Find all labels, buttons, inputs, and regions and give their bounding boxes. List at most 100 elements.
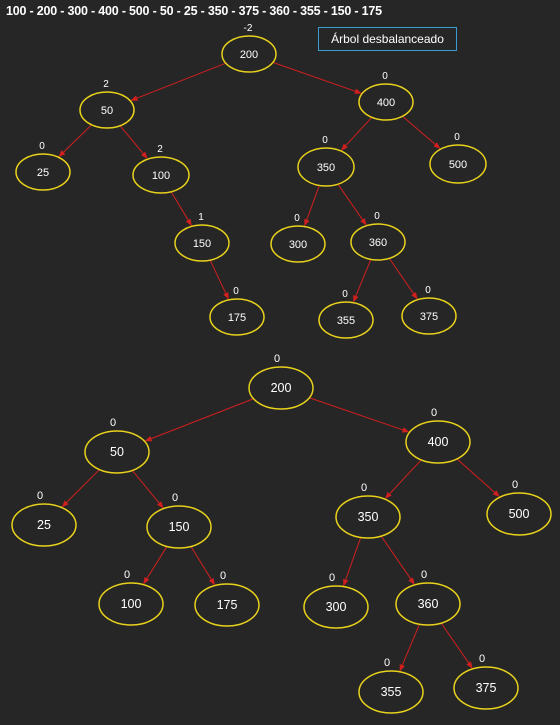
- node-ellipse: [248, 366, 314, 410]
- edge-balanced-m50-m150: [131, 470, 164, 509]
- edge-balanced-m400-m500: [456, 458, 500, 497]
- edge-unbalanced-n150-n175: [209, 259, 229, 300]
- balance-factor: 0: [172, 492, 178, 504]
- tree-node-balanced-100: 100 0: [98, 569, 164, 626]
- node-ellipse: [194, 583, 260, 627]
- node-value: 200: [240, 49, 258, 61]
- node-value: 150: [169, 520, 190, 534]
- tree-node-unbalanced-350: 350 0: [297, 135, 355, 187]
- node-value: 175: [217, 598, 238, 612]
- edge-unbalanced-n400-n350: [341, 116, 373, 151]
- balance-factor: 0: [342, 289, 348, 300]
- edge-balanced-m400-m350: [384, 459, 422, 499]
- node-ellipse: [209, 298, 265, 336]
- node-value: 100: [121, 597, 142, 611]
- balance-factor: 0: [274, 353, 280, 365]
- balance-factor: 0: [124, 569, 130, 581]
- node-ellipse: [395, 582, 461, 626]
- node-ellipse: [358, 83, 414, 121]
- node-ellipse: [98, 582, 164, 626]
- balance-factor: 0: [322, 135, 328, 146]
- node-value: 50: [110, 445, 124, 459]
- tree-node-unbalanced-25: 250: [15, 141, 71, 191]
- insertion-sequence: 100 - 200 - 300 - 400 - 500 - 50 - 25 - …: [6, 4, 382, 18]
- node-ellipse: [429, 144, 487, 184]
- tree-node-unbalanced-375: 375 0: [401, 285, 457, 335]
- node-value: 355: [381, 685, 402, 699]
- node-ellipse: [335, 495, 401, 539]
- node-value: 360: [418, 597, 439, 611]
- node-value: 200: [271, 381, 292, 395]
- edge-unbalanced-n350-n360: [337, 183, 367, 226]
- node-ellipse: [453, 666, 519, 710]
- edge-unbalanced-n360-n375: [388, 258, 418, 300]
- tree-node-balanced-355: 355 0: [358, 657, 424, 714]
- balance-factor: 0: [110, 417, 116, 429]
- edge-unbalanced-n360-n355: [353, 259, 372, 303]
- balance-factor: 0: [382, 71, 388, 82]
- tree-node-balanced-25: 25 0: [11, 490, 77, 547]
- node-value: 300: [326, 600, 347, 614]
- node-value: 350: [317, 162, 335, 174]
- edge-balanced-m350-m360: [380, 535, 415, 585]
- node-ellipse: [318, 301, 374, 339]
- tree-node-unbalanced-400: 400 0: [358, 71, 414, 121]
- edge-balanced-m150-m100: [143, 546, 168, 585]
- node-ellipse: [11, 503, 77, 547]
- node-ellipse: [270, 225, 326, 263]
- node-value: 150: [193, 238, 211, 250]
- edge-unbalanced-n200-n50: [130, 62, 226, 101]
- balance-factor: 0: [39, 141, 45, 152]
- edge-unbalanced-n50-n25: [58, 124, 93, 157]
- edge-balanced-m200-m50: [144, 398, 254, 442]
- balance-factor: 0: [37, 490, 43, 502]
- node-value: 375: [420, 311, 438, 323]
- node-ellipse: [358, 670, 424, 714]
- node-ellipse: [303, 585, 369, 629]
- tree-node-unbalanced-100: 100 2: [132, 144, 190, 194]
- unbalanced-tree-label-text: Árbol desbalanceado: [331, 32, 444, 46]
- edge-balanced-m150-m175: [190, 546, 215, 586]
- balance-factor: 0: [512, 479, 518, 491]
- edge-unbalanced-n100-n150: [170, 191, 192, 227]
- node-value: 400: [377, 97, 395, 109]
- node-ellipse: [486, 492, 552, 536]
- edge-unbalanced-n50-n100: [119, 125, 148, 159]
- edge-unbalanced-n350-n300: [304, 185, 320, 227]
- node-value: 100: [152, 170, 170, 182]
- node-ellipse: [146, 505, 212, 549]
- tree-node-balanced-50: 50 0: [84, 417, 150, 474]
- node-ellipse: [405, 420, 471, 464]
- balance-factor: 0: [454, 132, 460, 143]
- balance-factor: 0: [374, 211, 380, 222]
- balance-factor: 0: [361, 482, 367, 494]
- balance-factor: 2: [103, 79, 109, 90]
- balance-factor: 2: [157, 144, 163, 155]
- tree-node-unbalanced-200: 200-2: [221, 23, 277, 73]
- edge-unbalanced-n400-n500: [402, 115, 441, 149]
- balance-factor: 0: [384, 657, 390, 669]
- edge-balanced-m350-m300: [343, 537, 362, 587]
- balance-factor: 1: [198, 212, 204, 223]
- balance-factor: 0: [421, 569, 427, 581]
- node-ellipse: [401, 297, 457, 335]
- node-ellipse: [15, 153, 71, 191]
- balance-factor: 0: [431, 407, 437, 419]
- tree-node-unbalanced-50: 502: [79, 79, 135, 129]
- edge-balanced-m200-m400: [309, 397, 410, 433]
- node-value: 25: [37, 518, 51, 532]
- balance-factor: 0: [425, 285, 431, 296]
- node-ellipse: [84, 430, 150, 474]
